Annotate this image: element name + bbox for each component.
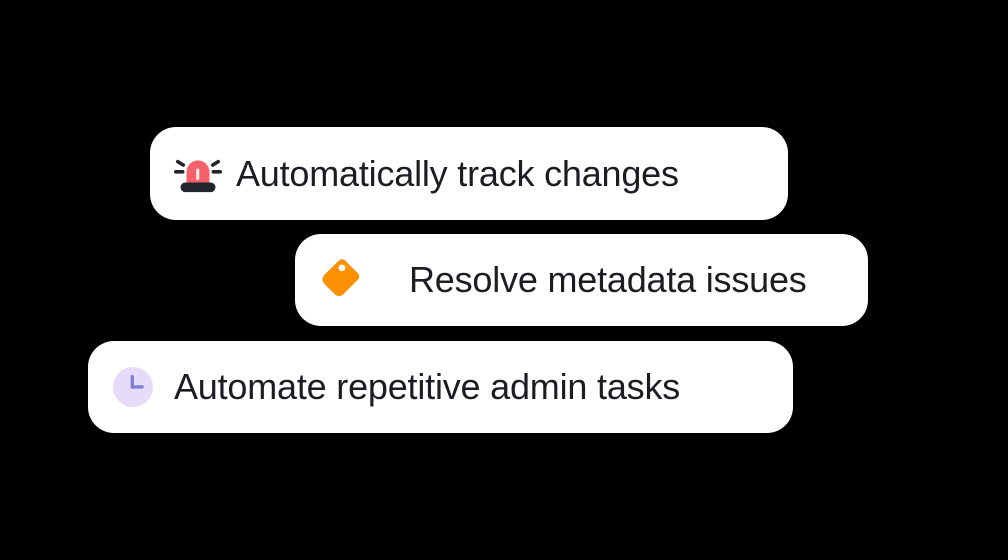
card-automate-admin[interactable]: Automate repetitive admin tasks — [88, 341, 793, 433]
card-resolve-metadata[interactable]: Resolve metadata issues — [295, 234, 868, 326]
clock-icon — [110, 364, 156, 410]
card-track-changes[interactable]: Automatically track changes — [150, 127, 788, 220]
siren-icon — [172, 148, 224, 200]
card-label-automate-admin: Automate repetitive admin tasks — [174, 366, 681, 407]
tag-icon — [317, 255, 367, 305]
card-label-track-changes: Automatically track changes — [236, 152, 679, 194]
card-label-resolve-metadata: Resolve metadata issues — [409, 259, 807, 300]
